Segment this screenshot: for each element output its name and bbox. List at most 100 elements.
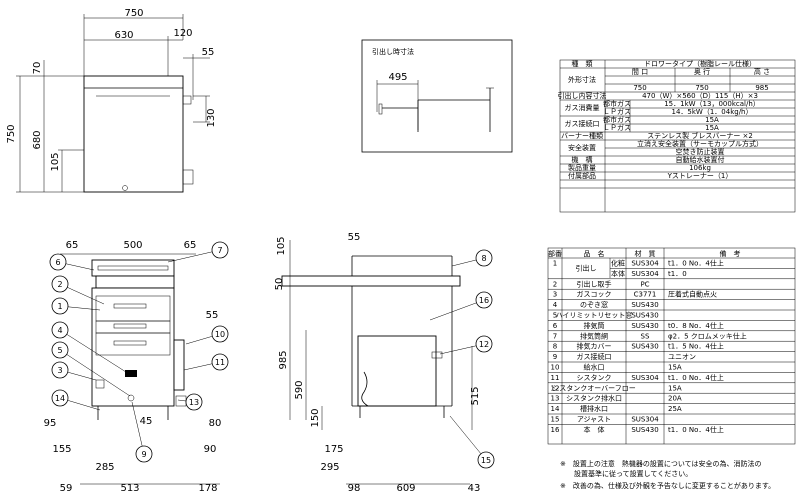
part-note: t1．5 No．4仕上 bbox=[668, 342, 724, 351]
dim-top-750-v: 750 bbox=[6, 124, 17, 143]
part-name: のぞき窓 bbox=[580, 300, 608, 309]
parts-header-no: 部番 bbox=[548, 249, 562, 258]
callout-circle-2 bbox=[51, 275, 69, 293]
spec-label-gas: ガス消費量 bbox=[565, 103, 600, 112]
top-view: 750 630 120 55 750 70 680 105 130 bbox=[6, 8, 217, 193]
spec-conn-v2: 15A bbox=[705, 124, 719, 132]
pullout-title: 引出し時寸法 bbox=[372, 47, 414, 56]
dim-top-105: 105 bbox=[50, 152, 61, 171]
drawer-handle-1 bbox=[113, 303, 147, 309]
part-no: 10 bbox=[551, 364, 560, 372]
part-material: SUS304 bbox=[631, 260, 659, 268]
part-material: SS bbox=[641, 332, 650, 340]
part-note: 圧着式自動点火 bbox=[668, 290, 717, 299]
callout-6: 6 bbox=[55, 258, 60, 267]
dim-top-750: 750 bbox=[124, 8, 143, 19]
callout-5: 5 bbox=[57, 346, 62, 355]
callout-circle-5 bbox=[51, 341, 69, 359]
callout-circle-4 bbox=[51, 321, 69, 339]
dim-front-513: 513 bbox=[120, 483, 139, 494]
callout-circle-14 bbox=[51, 389, 69, 407]
part-note: 15A bbox=[668, 384, 682, 392]
part-name: シスタンクオーバーフロー bbox=[552, 383, 636, 392]
part-name: ガス接続口 bbox=[577, 352, 612, 361]
part-name: ガスコック bbox=[577, 290, 612, 299]
dim-side-515: 515 bbox=[470, 386, 481, 405]
dim-front-55: 55 bbox=[206, 310, 219, 321]
callout-11: 11 bbox=[215, 358, 225, 367]
part-name: 排気筒網 bbox=[580, 331, 608, 340]
part-no: 16 bbox=[551, 426, 560, 434]
note-line-2: 設置基準に従って設置してください。 bbox=[560, 469, 692, 478]
pullout-frame bbox=[361, 39, 513, 153]
dim-front-80: 80 bbox=[209, 418, 222, 429]
spec-value-mech: 自動給水装置付 bbox=[676, 155, 725, 164]
dim-front-65a: 65 bbox=[66, 240, 79, 251]
spec-dims-sub-w: 間 口 bbox=[632, 68, 648, 76]
part-name: 排気筒 bbox=[584, 321, 605, 330]
part-note: t1．0 No．4仕上 bbox=[668, 259, 724, 268]
spec-label-accessory: 付属部品 bbox=[568, 171, 596, 180]
spec-label-safety: 安全装置 bbox=[568, 143, 596, 152]
part-name: 本 体 bbox=[584, 425, 605, 434]
part-no: 11 bbox=[551, 374, 560, 382]
part-no: 5 bbox=[553, 312, 557, 320]
callout-circle-13 bbox=[185, 393, 203, 411]
part-note: t1．0 bbox=[668, 270, 687, 278]
drawer-handle-3 bbox=[113, 340, 147, 346]
part-note: t1．0 No．4仕上 bbox=[668, 373, 724, 382]
parts-header-material: 材 質 bbox=[635, 249, 656, 258]
front-body bbox=[91, 287, 175, 407]
part-name: 排気カバー bbox=[577, 342, 612, 351]
callout-circle-6 bbox=[49, 253, 67, 271]
part-name: アジャスト bbox=[577, 416, 611, 424]
part-note: 15A bbox=[668, 364, 682, 372]
dim-front-65b: 65 bbox=[184, 240, 197, 251]
part-name: シスタンク排水口 bbox=[566, 394, 622, 403]
part-no: 15 bbox=[551, 416, 560, 424]
part-material: SUS304 bbox=[631, 416, 659, 424]
spec-gas-sub2: ＬＰガス bbox=[603, 107, 631, 116]
spec-conn-v1: 15A bbox=[705, 116, 719, 124]
peep-window bbox=[125, 370, 137, 377]
dim-front-90: 90 bbox=[204, 444, 217, 455]
dim-top-680: 680 bbox=[32, 130, 43, 149]
part-no: 14 bbox=[551, 405, 560, 413]
dim-top-120: 120 bbox=[173, 28, 192, 39]
spec-dims-h: 985 bbox=[755, 84, 768, 92]
spec-label-weight: 製品重量 bbox=[568, 163, 596, 172]
spec-label-inner: 引出し内容寸法 bbox=[558, 91, 607, 100]
dim-front-500: 500 bbox=[123, 240, 142, 251]
callout-circle-9 bbox=[135, 445, 153, 463]
dim-side-98: 98 bbox=[348, 483, 361, 494]
part-name: 引出し bbox=[576, 264, 597, 273]
dim-front-59: 59 bbox=[60, 483, 73, 494]
dim-side-105: 105 bbox=[276, 236, 287, 255]
callout-14: 14 bbox=[55, 394, 65, 403]
dim-front-155: 155 bbox=[52, 444, 71, 455]
dim-side-150: 150 bbox=[310, 408, 321, 427]
callout-7: 7 bbox=[217, 246, 222, 255]
dim-front-45: 45 bbox=[140, 416, 153, 427]
part-material: SUS430 bbox=[631, 426, 658, 434]
part-no: 4 bbox=[553, 301, 558, 309]
part-material: SUS430 bbox=[631, 322, 658, 330]
dim-side-609: 609 bbox=[396, 483, 415, 494]
dim-side-175: 175 bbox=[324, 444, 343, 455]
part-note: t0．8 No．4仕上 bbox=[668, 321, 724, 330]
callout-15: 15 bbox=[481, 456, 491, 465]
callout-8: 8 bbox=[481, 254, 486, 263]
dim-pullout-495: 495 bbox=[388, 72, 407, 83]
front-view: 65 500 65 55 95 155 285 45 80 90 59 513 … bbox=[44, 240, 222, 494]
callout-circle-7 bbox=[211, 241, 229, 259]
part-note: t1．0 No．4仕上 bbox=[668, 425, 724, 434]
part-material: SUS304 bbox=[631, 270, 659, 278]
callout-16: 16 bbox=[479, 296, 489, 305]
part-no: 1 bbox=[553, 260, 557, 268]
part-material: C3771 bbox=[634, 291, 657, 299]
pullout-detail: 引出し時寸法 495 bbox=[361, 39, 513, 153]
part-sub: 化粧 bbox=[611, 259, 625, 268]
part-note: 20A bbox=[668, 395, 682, 403]
